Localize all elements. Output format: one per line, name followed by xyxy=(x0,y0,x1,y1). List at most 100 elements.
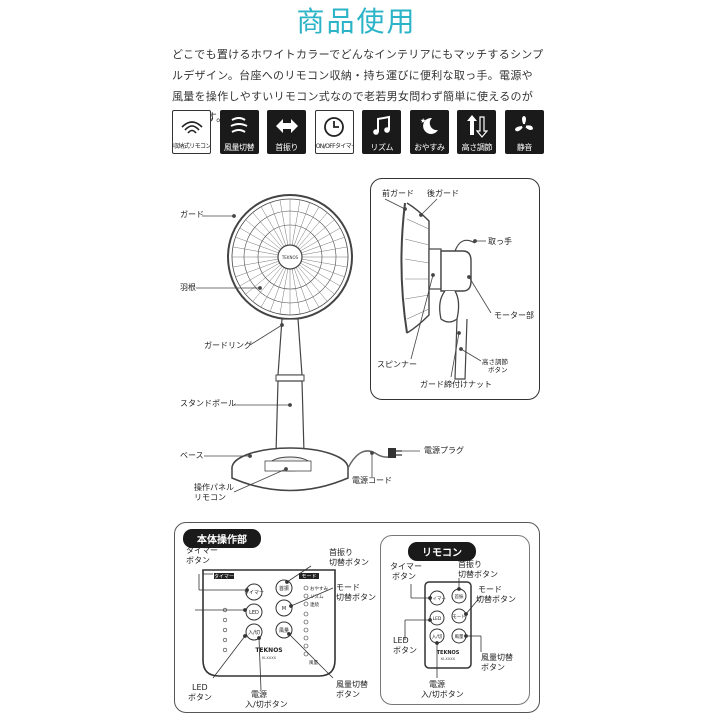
guard-spoke xyxy=(269,202,287,246)
remote-box xyxy=(380,535,530,705)
guard-spoke xyxy=(295,267,320,308)
remote-label-timer-2: ボタン xyxy=(392,572,416,581)
remote-label-power-2: 入/切ボタン xyxy=(421,690,464,699)
label-blade: 羽根 xyxy=(180,283,196,292)
svg-text:入/切: 入/切 xyxy=(248,629,260,636)
remote-model: KI-XXXX xyxy=(441,657,456,661)
remote-label-mode-1: モード xyxy=(478,585,502,594)
remote-label-swing-2: 切替ボタン xyxy=(458,570,498,579)
label-guard-nut: ガード締付けナット xyxy=(420,380,492,389)
guard-spoke xyxy=(300,227,341,252)
guard-spoke xyxy=(269,268,287,312)
fan-blade-icon xyxy=(505,112,544,140)
main-label-power-1: 電源 xyxy=(251,690,267,699)
svg-text:M: M xyxy=(282,606,286,612)
remote-title: リモコン xyxy=(408,542,476,561)
svg-text:入/切: 入/切 xyxy=(432,633,443,640)
remote-storage-icon xyxy=(173,113,210,141)
mode-item-sleep: おやすみ xyxy=(310,585,328,592)
label-spinner: スピンナー xyxy=(377,360,417,369)
remote-label-fan-speed-1: 風量切替 xyxy=(481,653,513,662)
remote-label-led-2: ボタン xyxy=(393,646,417,655)
guard-spoke xyxy=(279,199,289,246)
main-mode-tag: モード xyxy=(301,574,316,580)
svg-text:モード: モード xyxy=(452,614,466,620)
mode-item-continuous: 連続 xyxy=(310,601,319,608)
label-handle: 取っ手 xyxy=(488,237,512,246)
guard-spoke xyxy=(291,199,301,246)
main-model: KI-XXXX xyxy=(262,656,277,660)
main-label-power-2: 入/切ボタン xyxy=(245,700,288,709)
guard-spoke xyxy=(235,236,279,254)
main-label-timer-2: ボタン xyxy=(186,556,210,565)
swing-arrows-icon xyxy=(267,112,306,140)
label-stand-pole: スタンドポール xyxy=(180,399,236,408)
main-label-fan-speed-1: 風量切替 xyxy=(336,680,368,689)
label-power-plug: 電源プラグ xyxy=(424,446,464,455)
feature-swing: 首振り xyxy=(267,110,307,154)
label-power-cord: 電源コード xyxy=(352,476,392,485)
main-label-mode-1: モード xyxy=(336,583,360,592)
label-front-guard: 前ガード xyxy=(382,189,414,198)
page-title: 商品使用 xyxy=(296,5,417,38)
svg-text:タイマー: タイマー xyxy=(428,595,446,602)
guard-spoke xyxy=(245,264,281,295)
feature-quiet: 静音 xyxy=(504,110,544,154)
guard-spoke xyxy=(301,236,345,254)
wind-icon xyxy=(220,112,259,140)
fan-front-drawing: TEKNOS xyxy=(196,194,420,493)
guard-spoke xyxy=(300,262,341,287)
side-view-box xyxy=(370,178,540,400)
main-label-mode-2: 切替ボタン xyxy=(336,593,376,602)
remote-label-led-1: LED xyxy=(393,636,409,645)
feature-rhythm: リズム xyxy=(362,110,402,154)
guard-spoke xyxy=(301,260,345,278)
guard-spoke xyxy=(252,266,283,302)
feature-icons-row: 収納式リモコン 風量切替 首振り ON/OFFタイマー リズム ★ おやすみ xyxy=(172,110,544,154)
remote-label-mode-2: 切替ボタン xyxy=(476,595,516,604)
guard-spoke xyxy=(293,202,311,246)
label-motor: モーター部 xyxy=(494,311,534,320)
guard-spoke xyxy=(260,206,285,247)
guard-spoke xyxy=(297,212,328,248)
feature-sleep: ★ おやすみ xyxy=(409,110,449,154)
guard-spoke xyxy=(293,268,311,312)
main-label-led-1: LED xyxy=(192,683,208,692)
remote-label-timer-1: タイマー xyxy=(390,562,422,571)
feature-timer: ON/OFFタイマー xyxy=(314,110,354,154)
label-base: ベース xyxy=(180,451,204,460)
label-guard: ガード xyxy=(180,210,204,219)
svg-text:首振: 首振 xyxy=(455,593,464,600)
svg-text:風量: 風量 xyxy=(279,627,289,634)
remote-label-swing-1: 首振り xyxy=(458,560,482,569)
height-adjust-icon xyxy=(457,112,496,140)
label-height-button-1: 高さ調節 xyxy=(482,358,508,366)
fan-side-drawing xyxy=(384,198,492,380)
fan-brand-text: TEKNOS xyxy=(281,255,299,260)
main-label-swing-1: 首振り xyxy=(329,548,353,557)
guard-spoke xyxy=(239,262,280,287)
main-label-led-2: ボタン xyxy=(188,693,212,702)
guard-spoke xyxy=(301,246,348,256)
guard-spoke xyxy=(239,227,280,252)
remote-brand: TEKNOS xyxy=(437,650,460,656)
label-panel-remote-1: 操作パネル xyxy=(194,483,234,492)
feature-remote-storage: 収納式リモコン xyxy=(172,110,211,154)
label-panel-remote-2: リモコン xyxy=(194,493,226,502)
feature-fan-speed: 風量切替 xyxy=(219,110,259,154)
svg-text:首振: 首振 xyxy=(279,585,289,592)
main-timer-tag: タイマー xyxy=(214,573,234,580)
label-height-button-2: ボタン xyxy=(488,366,508,374)
label-guard-ring: ガードリング xyxy=(204,341,252,350)
guard-spoke xyxy=(252,212,283,248)
main-panel-drawing: タイマー首振 LEDM 入/切風量 タイマー モード おやすみ リズム 連続 風… xyxy=(195,565,336,691)
main-label-fan-speed-2: ボタン xyxy=(336,690,360,699)
guard-spoke xyxy=(299,264,335,295)
main-wind-tag: 風量 xyxy=(309,659,318,666)
main-label-swing-2: 切替ボタン xyxy=(329,558,369,567)
main-label-timer-1: タイマー xyxy=(186,546,218,555)
guard-spoke xyxy=(291,268,301,315)
moon-stars-icon: ★ xyxy=(410,112,449,140)
label-rear-guard: 後ガード xyxy=(427,189,459,198)
